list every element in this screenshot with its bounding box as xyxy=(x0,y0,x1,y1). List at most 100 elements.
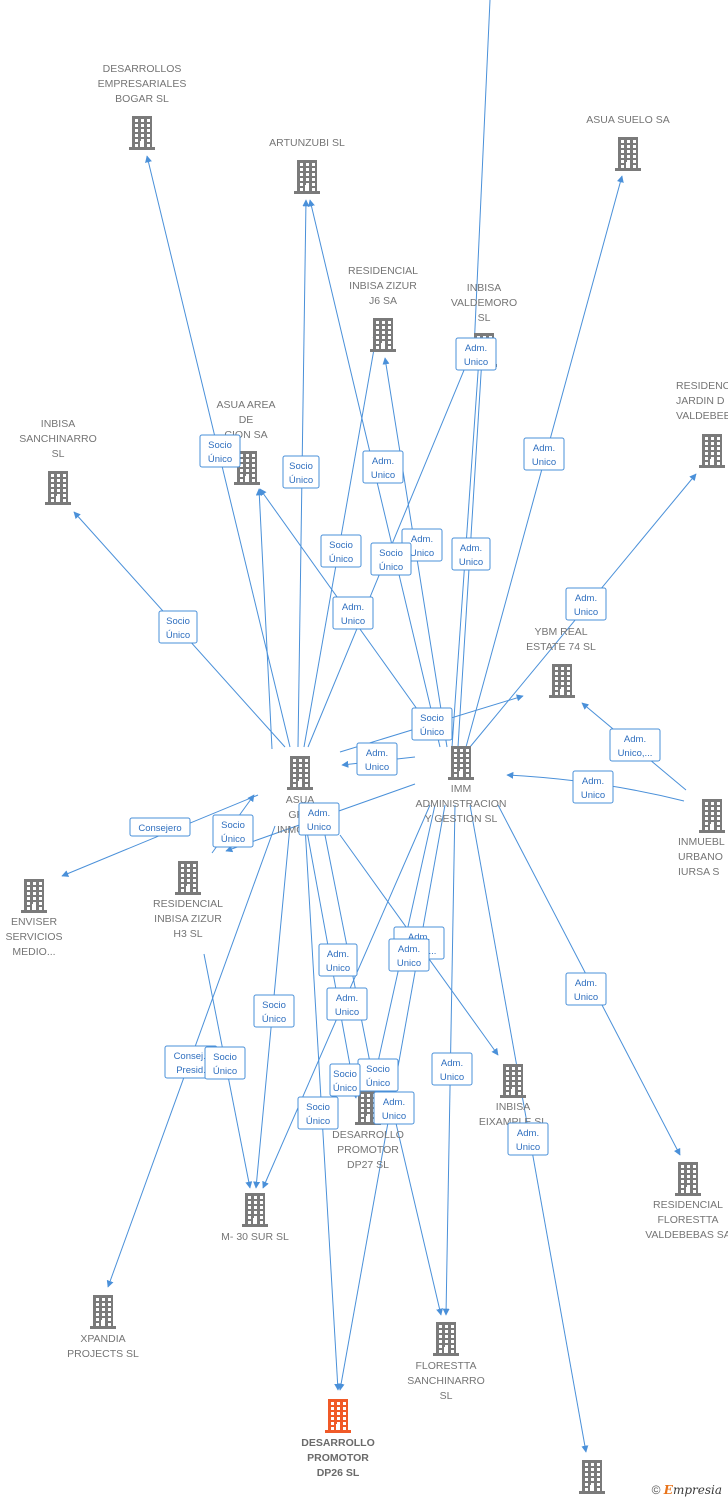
edge-label-text: Unico xyxy=(326,963,350,974)
edge-label-text: Socio xyxy=(289,461,313,472)
node-m30[interactable]: M- 30 SUR SL xyxy=(221,1193,289,1243)
node-label: URBANO xyxy=(678,851,723,863)
node-label: INBISA ZIZUR xyxy=(154,913,222,925)
edge-label-l29[interactable]: Adm.Unico xyxy=(373,1091,415,1125)
edge-label-text: Socio xyxy=(221,820,245,831)
edge-label-text: Socio xyxy=(420,713,444,724)
edge-label-text: Único xyxy=(208,454,232,465)
building-icon[interactable] xyxy=(500,1064,526,1098)
node-bottom_right[interactable] xyxy=(579,1460,605,1494)
edge-label-l33[interactable]: Adm.Unico xyxy=(507,1122,549,1156)
node-label: J6 SA xyxy=(369,295,397,307)
edge-label-l17[interactable]: Adm.Unico xyxy=(298,802,340,836)
building-icon[interactable] xyxy=(45,471,71,505)
edge-label-l20[interactable]: Adm. Unico xyxy=(318,943,358,977)
edge-label-text: Unico xyxy=(532,457,556,468)
edge-label-l24[interactable]: Adm.Unico xyxy=(388,938,430,972)
building-icon[interactable] xyxy=(675,1162,701,1196)
edge-label-text: Socio xyxy=(166,616,190,627)
edge-label-l18[interactable]: Consejero xyxy=(129,817,191,837)
building-icon[interactable] xyxy=(370,318,396,352)
edge-label-text: Adm. xyxy=(372,456,394,467)
building-icon[interactable] xyxy=(433,1322,459,1356)
building-icon[interactable] xyxy=(129,116,155,150)
node-label: SANCHINARRO xyxy=(19,433,97,445)
edge-label-text: Presid. xyxy=(176,1065,206,1076)
edge-label-text: Socio xyxy=(213,1052,237,1063)
edge-label-l12[interactable]: Adm.Unico xyxy=(332,596,374,630)
edge-label-text: Consej., xyxy=(174,1051,209,1062)
building-icon[interactable] xyxy=(325,1399,351,1433)
node-artunzubi[interactable]: ARTUNZUBI SL xyxy=(269,137,345,194)
edge-label-l13[interactable]: Adm.Unico xyxy=(356,742,398,776)
node-label: DE xyxy=(239,414,254,426)
building-icon[interactable] xyxy=(242,1193,268,1227)
building-icon[interactable] xyxy=(579,1460,605,1494)
building-icon[interactable] xyxy=(294,160,320,194)
footer-credit: © Empresia xyxy=(652,1483,722,1497)
edge-label-l10[interactable]: Adm.Unico xyxy=(565,587,607,621)
brand-logo[interactable]: Empresia xyxy=(664,1483,722,1497)
edge-label-text: Adm. xyxy=(383,1097,405,1108)
edge-label-l31[interactable]: Adm.Unico xyxy=(565,972,607,1006)
building-icon[interactable] xyxy=(699,799,725,833)
building-icon[interactable] xyxy=(699,434,725,468)
building-icon[interactable] xyxy=(287,756,313,790)
edge-label-l15[interactable]: Adm.Unico,... xyxy=(609,728,661,762)
node-asua_suelo[interactable]: ASUA SUELO SA xyxy=(586,114,670,171)
edge-label-l22[interactable]: Adm.Unico xyxy=(326,987,368,1021)
edge-label-text: Adm. xyxy=(327,949,349,960)
edge-7 xyxy=(255,488,273,750)
edge-label-l2[interactable]: Adm. Unico xyxy=(523,437,565,471)
building-icon[interactable] xyxy=(234,451,260,485)
building-icon[interactable] xyxy=(21,879,47,913)
edge-label-l26[interactable]: Adm.Unico xyxy=(431,1052,473,1086)
node-label: SL xyxy=(478,312,491,324)
building-icon[interactable] xyxy=(615,137,641,171)
edge-label-text: Adm. xyxy=(533,443,555,454)
edge-label-text: Adm. xyxy=(441,1058,463,1069)
edge-label-l5[interactable]: Adm.Unico xyxy=(362,450,404,484)
edge-label-l9[interactable]: Adm.Unico xyxy=(451,537,491,571)
edge-label-l16[interactable]: Adm.Unico xyxy=(572,770,614,804)
building-icon[interactable] xyxy=(448,746,474,780)
building-icon[interactable] xyxy=(90,1295,116,1329)
building-icon[interactable] xyxy=(175,861,201,895)
edge-label-text: Unico xyxy=(574,992,598,1003)
edge-label-text: Único xyxy=(329,554,353,565)
node-label: SL xyxy=(52,448,65,460)
edge-label-l1[interactable]: Adm.Unico xyxy=(455,337,497,371)
edge-label-l7[interactable]: Adm.Unico xyxy=(401,528,443,562)
building-icon[interactable] xyxy=(549,664,575,698)
edge-label-text: Adm. xyxy=(460,543,482,554)
brand-initial: E xyxy=(663,1483,673,1497)
node-enviser[interactable]: ENVISERSERVICIOSMEDIO... xyxy=(6,879,63,958)
